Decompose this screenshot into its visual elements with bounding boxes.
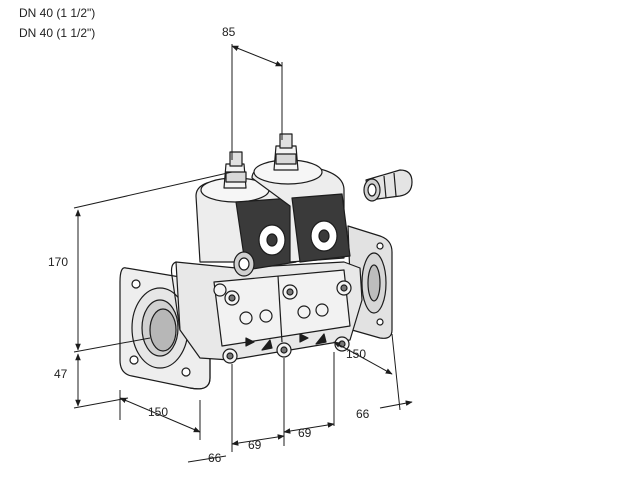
double-valve-illustration bbox=[119, 133, 413, 390]
dimension-66-right-label: 66 bbox=[356, 407, 370, 421]
dimension-150-right-label: 150 bbox=[346, 347, 366, 361]
dimension-85: 85 bbox=[222, 25, 283, 160]
dimension-69-2-label: 69 bbox=[298, 426, 312, 440]
dimension-47: 47 bbox=[54, 353, 129, 409]
solenoid-coil-right bbox=[251, 133, 351, 263]
dimension-150-left-label: 150 bbox=[148, 405, 168, 419]
dimension-85-label: 85 bbox=[222, 25, 236, 39]
dimension-150-left: 150 bbox=[119, 390, 201, 440]
dimension-69-2: 69 bbox=[283, 352, 335, 440]
dimension-170-label: 170 bbox=[48, 255, 68, 269]
dimension-150-right: 150 bbox=[333, 333, 401, 411]
cable-gland bbox=[363, 169, 413, 202]
dimension-69-1-label: 69 bbox=[248, 438, 262, 452]
nominal-size-label-1: DN 40 (1 1/2") bbox=[19, 6, 96, 20]
dimension-66-left-label: 66 bbox=[208, 451, 222, 465]
dimension-66-right: 66 bbox=[356, 400, 413, 421]
nominal-size-label-2: DN 40 (1 1/2") bbox=[19, 26, 96, 40]
dimension-47-label: 47 bbox=[54, 367, 68, 381]
dimension-annotations: 85 170 47 150 66 bbox=[48, 25, 413, 465]
dimension-69-1: 69 bbox=[231, 358, 285, 452]
flow-arrows bbox=[245, 333, 327, 351]
dimension-66-left: 66 bbox=[187, 451, 227, 465]
solenoid-coil-left bbox=[195, 151, 297, 277]
dimension-170: 170 bbox=[48, 171, 233, 353]
